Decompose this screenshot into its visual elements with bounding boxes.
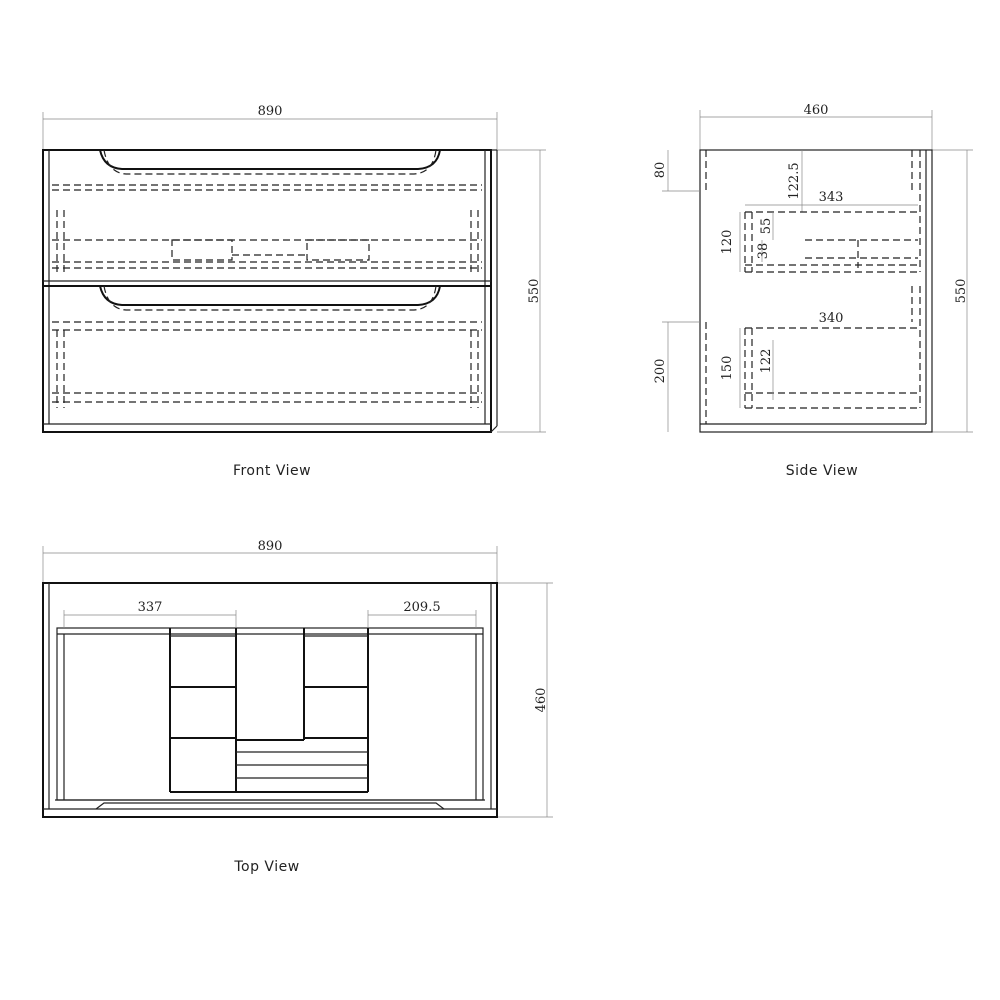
side-depth-dim: 460 bbox=[804, 103, 829, 118]
side-offset-dim: 122.5 bbox=[787, 162, 802, 199]
front-carcass bbox=[42, 149, 492, 433]
side-top-drawer-height-dim: 120 bbox=[720, 230, 735, 255]
front-view: 890 550 bbox=[42, 104, 546, 479]
front-width-dim: 890 bbox=[258, 104, 283, 119]
side-carcass bbox=[699, 149, 933, 433]
front-view-caption: Front View bbox=[233, 463, 311, 479]
top-left-section-dim: 337 bbox=[138, 600, 163, 615]
top-right-section-dim: 209.5 bbox=[403, 600, 440, 615]
front-height-dim: 550 bbox=[527, 279, 542, 304]
side-top-drawer-inner-dim: 55 bbox=[759, 218, 774, 235]
side-top-drawer-base-dim: 38 bbox=[756, 243, 771, 260]
top-view: 890 460 337 209.5 bbox=[42, 539, 553, 875]
side-bottom-drawer-depth-dim: 340 bbox=[819, 311, 844, 326]
top-view-caption: Top View bbox=[233, 859, 299, 875]
side-top-rail-dim: 80 bbox=[653, 162, 668, 179]
side-bottom-rail-dim: 200 bbox=[653, 359, 668, 384]
side-bottom-drawer-height-dim: 150 bbox=[720, 356, 735, 381]
top-carcass bbox=[42, 582, 498, 818]
side-view-caption: Side View bbox=[786, 463, 858, 479]
top-depth-dim: 460 bbox=[534, 688, 549, 713]
side-height-dim: 550 bbox=[954, 279, 969, 304]
side-top-drawer-depth-dim: 343 bbox=[819, 190, 844, 205]
side-view: 460 550 80 122.5 343 120 55 38 bbox=[653, 103, 973, 479]
side-bottom-drawer-inner-dim: 122 bbox=[759, 349, 774, 374]
top-width-dim: 890 bbox=[258, 539, 283, 554]
